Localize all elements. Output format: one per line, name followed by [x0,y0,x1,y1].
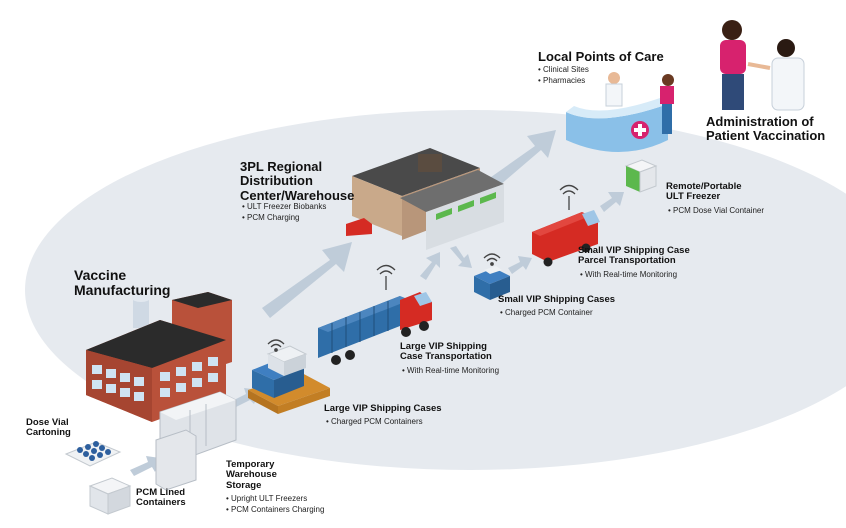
points-of-care-illustration [566,72,674,152]
pallet-with-cases-illustration [248,345,330,414]
large-vip-transport-bullets: With Real-time Monitoring [402,366,499,377]
local-points-of-care-label: Local Points of Care [538,49,664,64]
flow-arrow-dc-to-small-cases [450,246,472,268]
regional-dc-label: 3PL Regional Distribution Center/Warehou… [240,159,355,203]
signal-icon-van [559,184,579,210]
local-points-of-care-bullets: Clinical Sites Pharmacies [538,65,589,87]
large-truck-illustration [318,292,432,365]
administration-label: Administration of Patient Vaccination [706,114,826,144]
vaccination-illustration [720,20,805,111]
upright-freezers-illustration [155,391,237,491]
small-vip-cases-bullets: Charged PCM Container [500,308,593,319]
pcm-lined-container-illustration [88,477,132,515]
regional-dc-bullets: ULT Freezer Biobanks PCM Charging [242,202,326,224]
remote-freezer-bullets: PCM Dose Vial Container [668,206,764,217]
pcm-lined-containers-label: PCM Lined Containers [136,487,186,509]
dose-vial-cartoning-label: Dose Vial Cartoning [26,417,71,439]
portable-freezer-illustration [624,159,658,193]
flow-arrow-cartoning-to-storage [130,456,160,476]
small-vip-transport-bullets: With Real-time Monitoring [580,270,677,281]
wifi-signal-icons [267,184,579,352]
large-vip-cases-label: Large VIP Shipping Cases [324,403,442,414]
large-vip-transport-label: Large VIP Shipping Case Transportation [400,341,492,363]
small-van-illustration [532,210,600,267]
flow-arrow-manufacturing-to-dc [262,242,352,318]
signal-icon-truck [376,264,396,290]
small-vip-cases-label: Small VIP Shipping Cases [498,294,616,305]
small-vip-case-illustration [474,266,510,300]
temporary-storage-label: Temporary Warehouse Storage [226,459,277,491]
wifi-icon-small-case [483,253,501,266]
ground-ellipse [25,110,846,470]
flow-arrow-dc-to-points-of-care [484,130,556,192]
remote-freezer-label: Remote/Portable ULT Freezer [666,181,742,203]
flow-arrow-truck-to-dc [420,252,440,280]
wifi-icon-pallet [267,339,285,352]
dose-vial-cartoning-illustration [64,441,122,467]
small-vip-transport-label: Small VIP Shipping Case Parcel Transport… [578,245,690,267]
manufacturing-building-illustration [86,292,232,422]
temporary-storage-bullets: Upright ULT Freezers PCM Containers Char… [226,494,324,516]
vaccine-manufacturing-label: Vaccine Manufacturing [74,267,171,299]
flow-arrow-van-to-freezer [600,192,624,212]
distribution-center-illustration [346,148,504,250]
flow-arrow-small-cases-to-van [508,256,532,274]
large-vip-cases-bullets: Charged PCM Containers [326,417,423,428]
